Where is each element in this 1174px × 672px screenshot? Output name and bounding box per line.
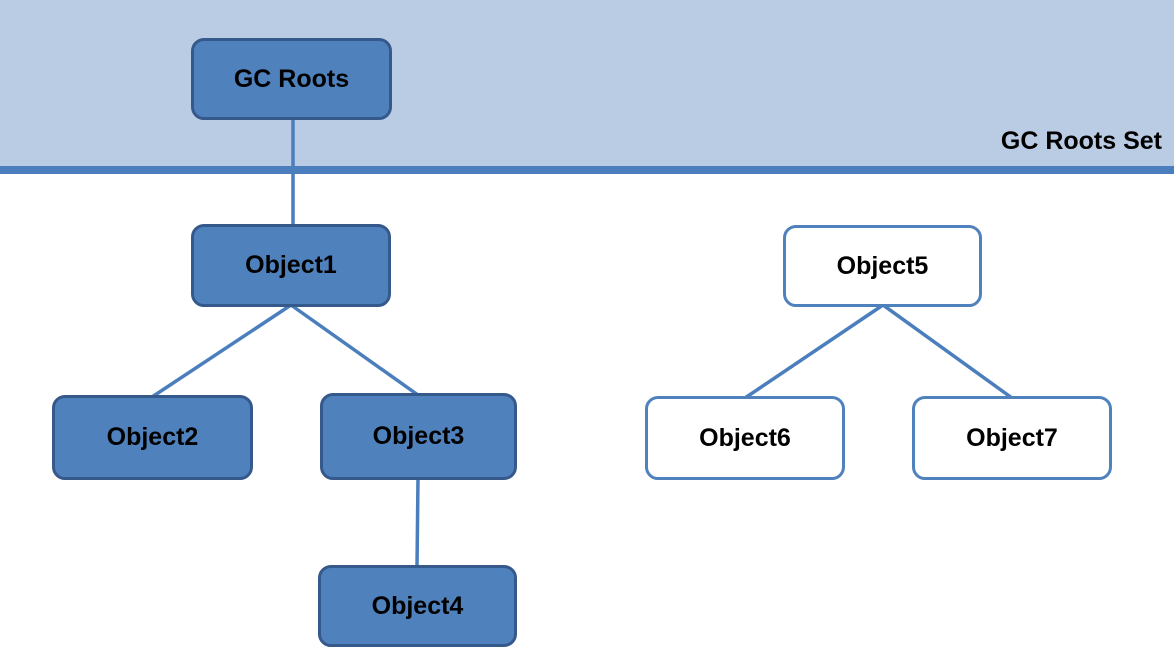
edge-object1-object2	[151, 303, 292, 399]
node-object3: Object3	[320, 393, 517, 480]
node-object1: Object1	[191, 224, 391, 307]
node-object6-label: Object6	[699, 423, 791, 452]
edge-object1-object3	[289, 303, 420, 397]
node-object1-label: Object1	[245, 251, 337, 279]
node-object2-label: Object2	[106, 423, 199, 451]
edge-object3-object4	[415, 477, 420, 568]
node-gc-roots: GC Roots	[191, 38, 392, 120]
node-object2: Object2	[52, 395, 253, 480]
node-object6: Object6	[645, 396, 845, 480]
gc-roots-set-divider-line	[0, 166, 1174, 174]
edge-object5-object6	[744, 303, 884, 400]
node-gc-roots-label: GC Roots	[233, 64, 350, 93]
edge-object5-object7	[881, 303, 1014, 400]
node-object5-label: Object5	[836, 251, 929, 280]
node-object4-label: Object4	[371, 591, 464, 620]
node-object7: Object7	[912, 396, 1112, 480]
node-object4: Object4	[318, 565, 517, 647]
gc-roots-set-label: GC Roots Set	[1000, 127, 1162, 155]
node-object5: Object5	[783, 225, 982, 307]
node-object7-label: Object7	[966, 423, 1058, 452]
node-object3-label: Object3	[372, 422, 465, 450]
